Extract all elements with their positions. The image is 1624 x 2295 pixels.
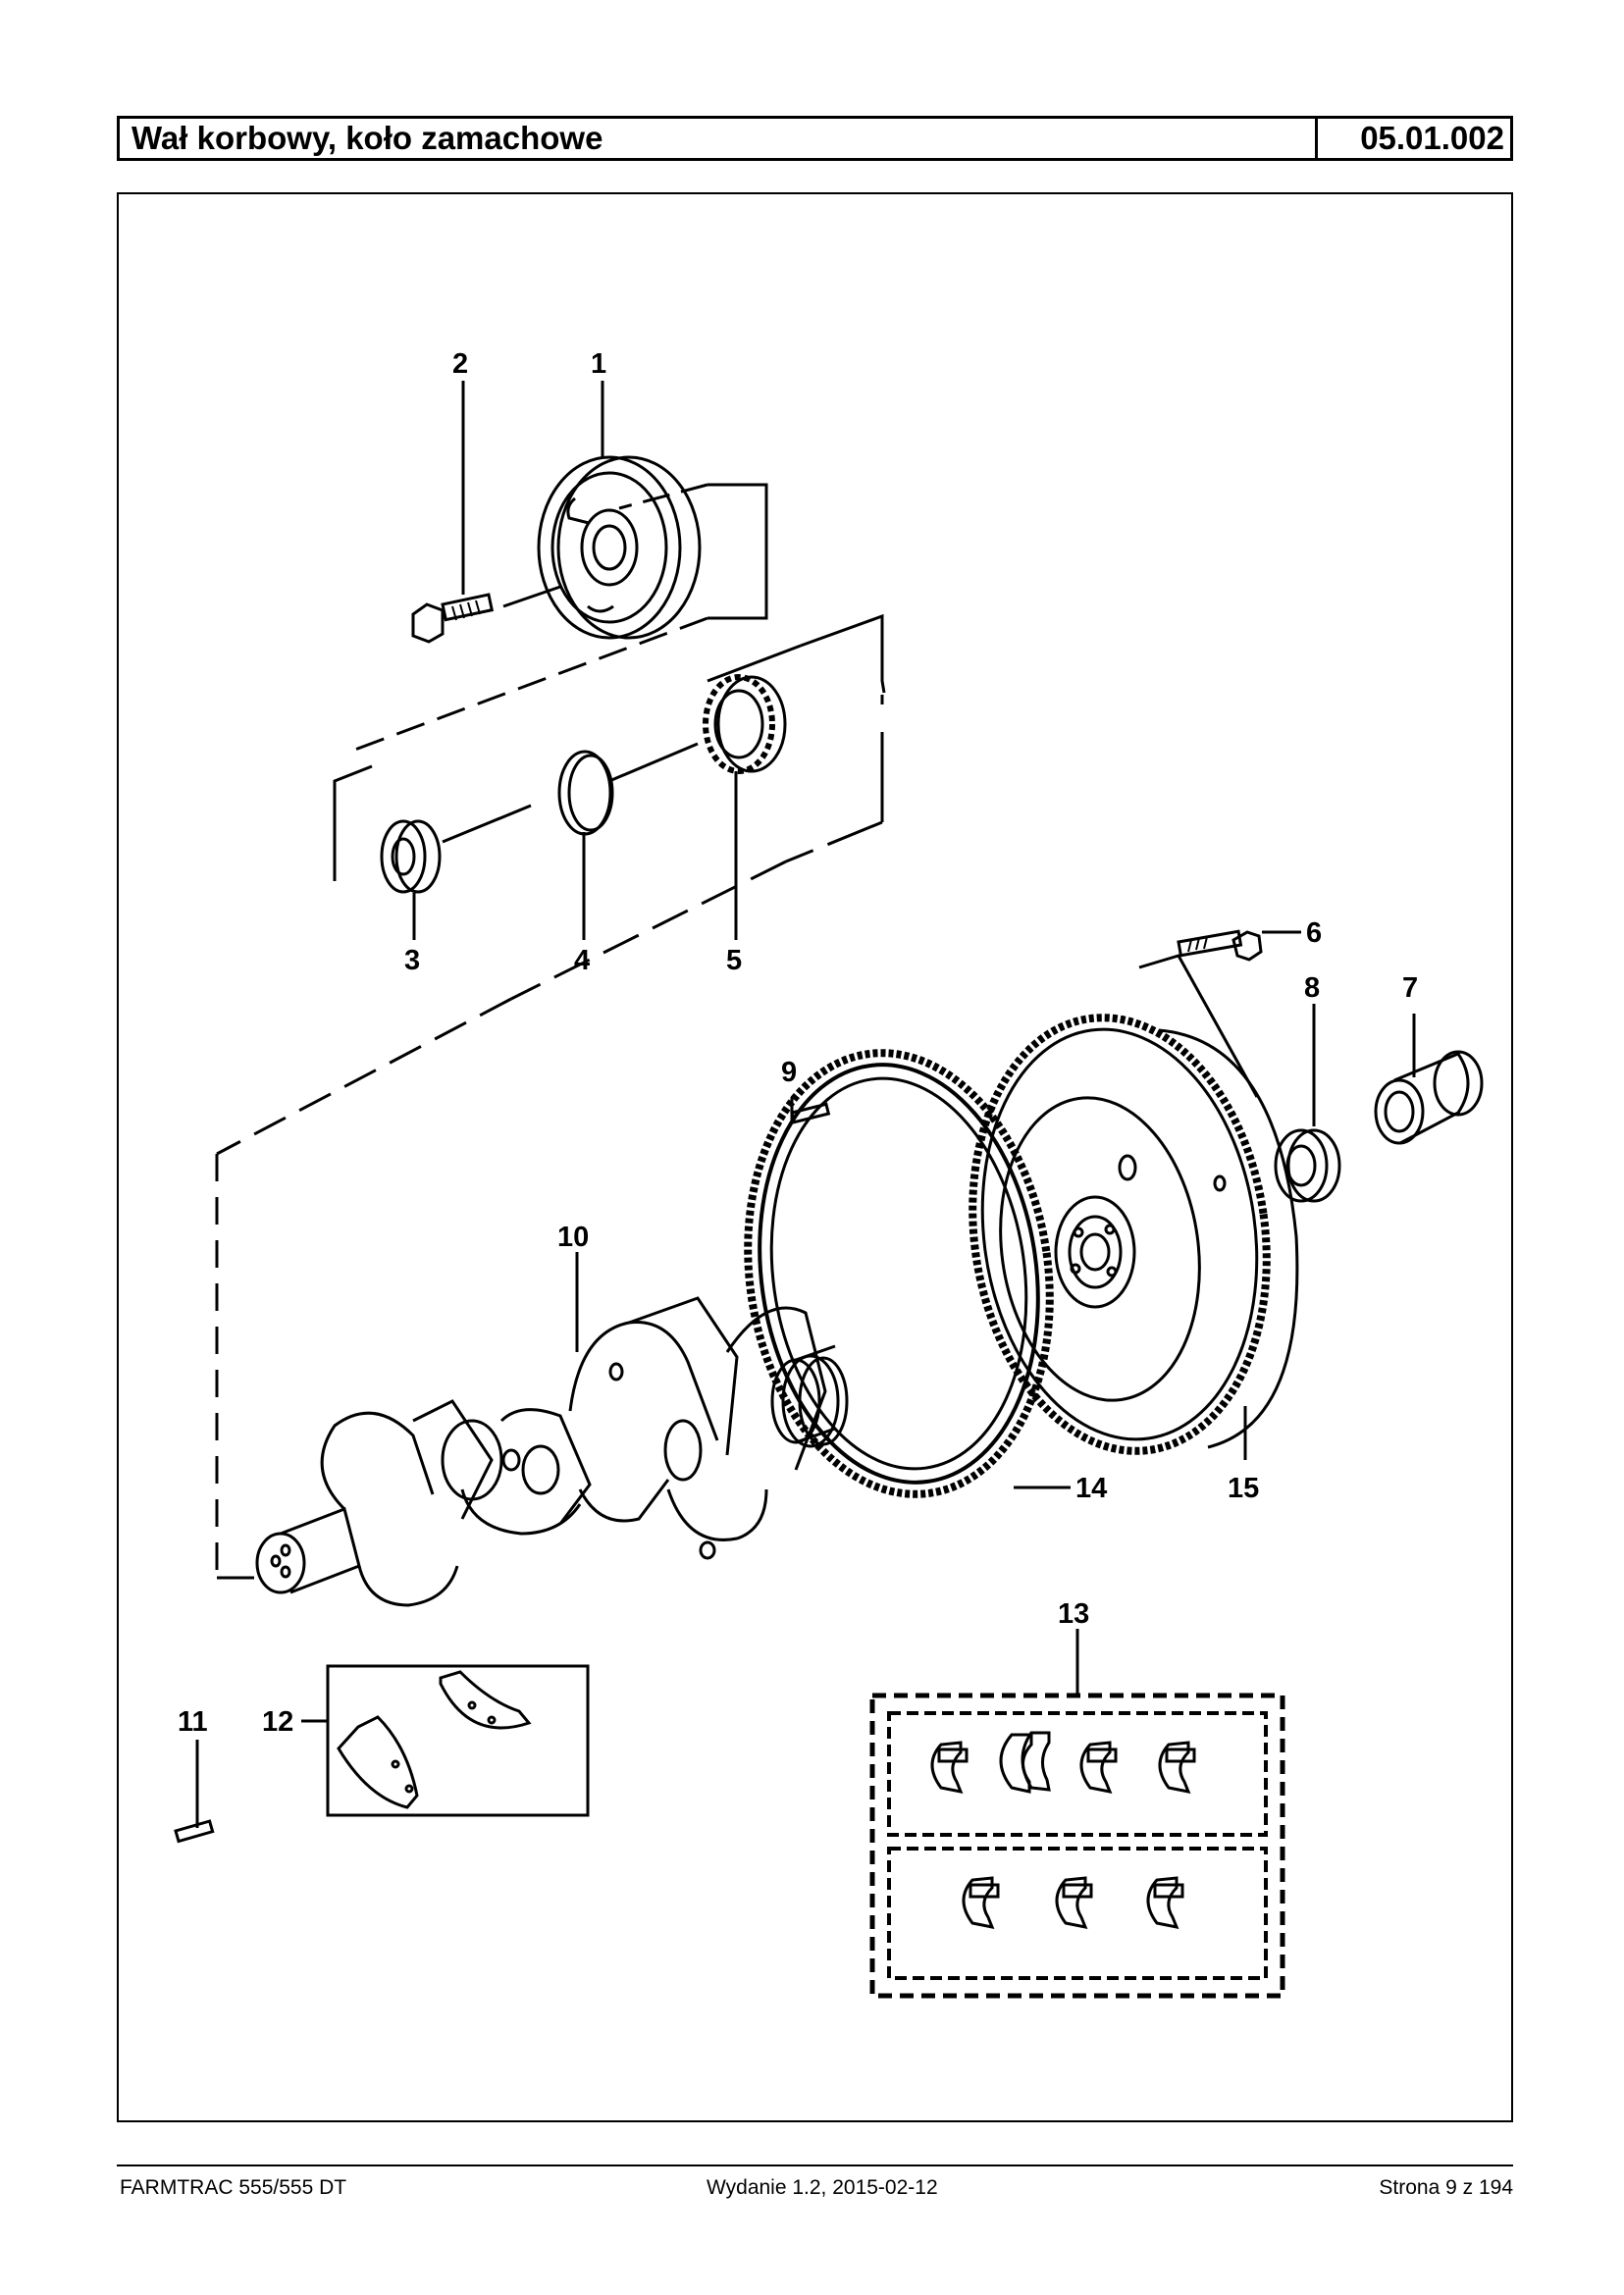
callout-11: 11: [178, 1706, 208, 1738]
footer-divider: [117, 2165, 1513, 2166]
callout-7: 7: [1402, 972, 1418, 1004]
callout-3: 3: [404, 945, 420, 976]
bolt: [411, 593, 495, 644]
crankshaft-boundary: [215, 997, 512, 1580]
flywheel: [969, 1014, 1299, 1455]
page-title: Wał korbowy, koło zamachowe: [120, 119, 1318, 158]
footer-model: FARMTRAC 555/555 DT: [120, 2176, 347, 2199]
footer-page-number: Strona 9 z 194: [1379, 2176, 1513, 2199]
footer-edition: Wydanie 1.2, 2015-02-12: [707, 2176, 938, 2199]
pilot-bearing: [1274, 1128, 1341, 1203]
ring-gear: [744, 1049, 1054, 1498]
callout-15: 15: [1228, 1473, 1259, 1504]
crank-gear: [703, 674, 787, 774]
crankshaft: [255, 1296, 849, 1607]
callout-13: 13: [1058, 1598, 1089, 1630]
exploded-view-frame: 1 2 3 4 5 6 7 8 9 10 11 12 13 14 15: [117, 192, 1513, 2122]
spigot-bushing: [1374, 1050, 1484, 1145]
bearing-kit: [869, 1693, 1285, 1999]
callout-8: 8: [1304, 972, 1320, 1004]
callout-2: 2: [452, 348, 468, 380]
callout-6: 6: [1306, 917, 1322, 949]
callout-9: 9: [781, 1057, 797, 1088]
document-code: 05.01.002: [1360, 120, 1504, 156]
flywheel-bolt: [1138, 929, 1263, 1098]
thrust-washers: [326, 1664, 590, 1817]
leader-lines: [195, 381, 1416, 1828]
front-seal-gear-assembly: [333, 613, 886, 1001]
callout-4: 4: [574, 945, 590, 976]
pulley-assembly: [343, 455, 768, 756]
callout-14: 14: [1075, 1473, 1107, 1504]
callout-10: 10: [557, 1222, 589, 1253]
roll-pin: [174, 1819, 215, 1844]
callout-1: 1: [591, 348, 606, 380]
title-bar: Wał korbowy, koło zamachowe 05.01.002: [117, 116, 1513, 161]
callout-12: 12: [262, 1706, 293, 1738]
callout-5: 5: [726, 945, 742, 976]
crankshaft-flywheel-exploded-diagram: 1 2 3 4 5 6 7 8 9 10 11 12 13 14 15: [174, 348, 1484, 1999]
